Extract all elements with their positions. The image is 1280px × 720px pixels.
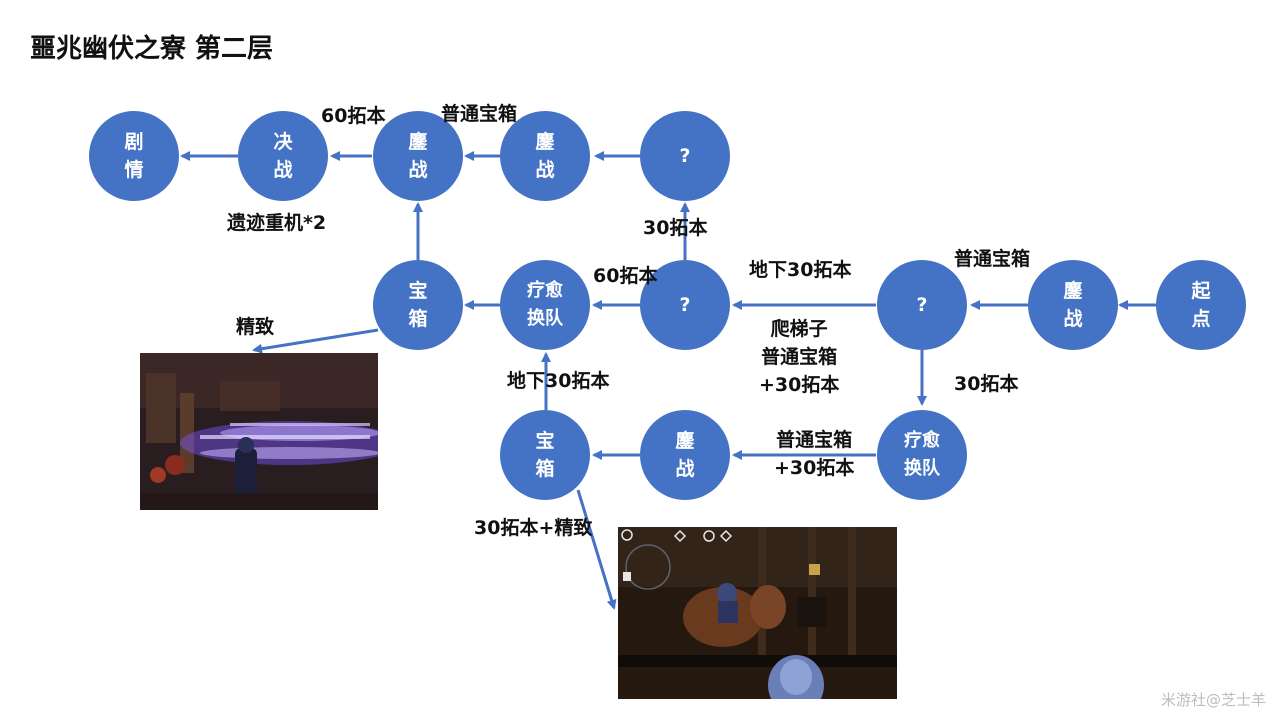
arrow-chest-bot-to-shot2 [576,489,617,610]
label-chest-bottom: 普通宝箱 +30拓本 [774,429,855,479]
page-title: 噩兆幽伏之寮 第二层 [30,34,274,64]
label-chest-right: 普通宝箱 [954,248,1031,270]
node-start: 起 点 [1156,260,1246,350]
node-battle-bottom: 鏖 战 [640,410,730,500]
game-screenshot-combat [140,353,378,510]
watermark: 米游社@芝士羊 [1160,691,1266,709]
node-question-right: ? [877,260,967,350]
node-battle-top-2: 鏖 战 [500,111,590,201]
label-30-rubbings-right: 30拓本 [954,373,1019,395]
node-question-mid: ? [640,260,730,350]
label-60-rubbings-top: 60拓本 [321,105,386,127]
node-battle-top-1: 鏖 战 [373,111,463,201]
label-underground-30-mid: 地下30拓本 [749,259,852,281]
node-final-battle: 决 战 [238,111,328,201]
node-battle-right: 鏖 战 [1028,260,1118,350]
label-underground-30-bottom: 地下30拓本 [507,370,610,392]
label-30-rubbings-elite: 30拓本+精致 [474,517,593,539]
label-ladder-chest: 爬梯子 普通宝箱 +30拓本 [759,318,840,396]
node-heal-bottom: 疗愈 换队 [877,410,967,500]
node-chest-bottom: 宝 箱 [500,410,590,500]
arrow-chest-mid-to-shot1 [252,328,379,354]
label-elite: 精致 [236,316,275,338]
label-60-rubbings-mid: 60拓本 [593,265,658,287]
label-30-rubbings-vertical: 30拓本 [643,217,708,239]
node-chest-mid: 宝 箱 [373,260,463,350]
node-story: 剧 情 [89,111,179,201]
label-chest-top: 普通宝箱 [441,103,518,125]
label-relic-mech: 遗迹重机*2 [227,212,327,234]
game-screenshot-exploration [618,527,897,699]
node-question-top: ? [640,111,730,201]
node-heal-mid: 疗愈 换队 [500,260,590,350]
